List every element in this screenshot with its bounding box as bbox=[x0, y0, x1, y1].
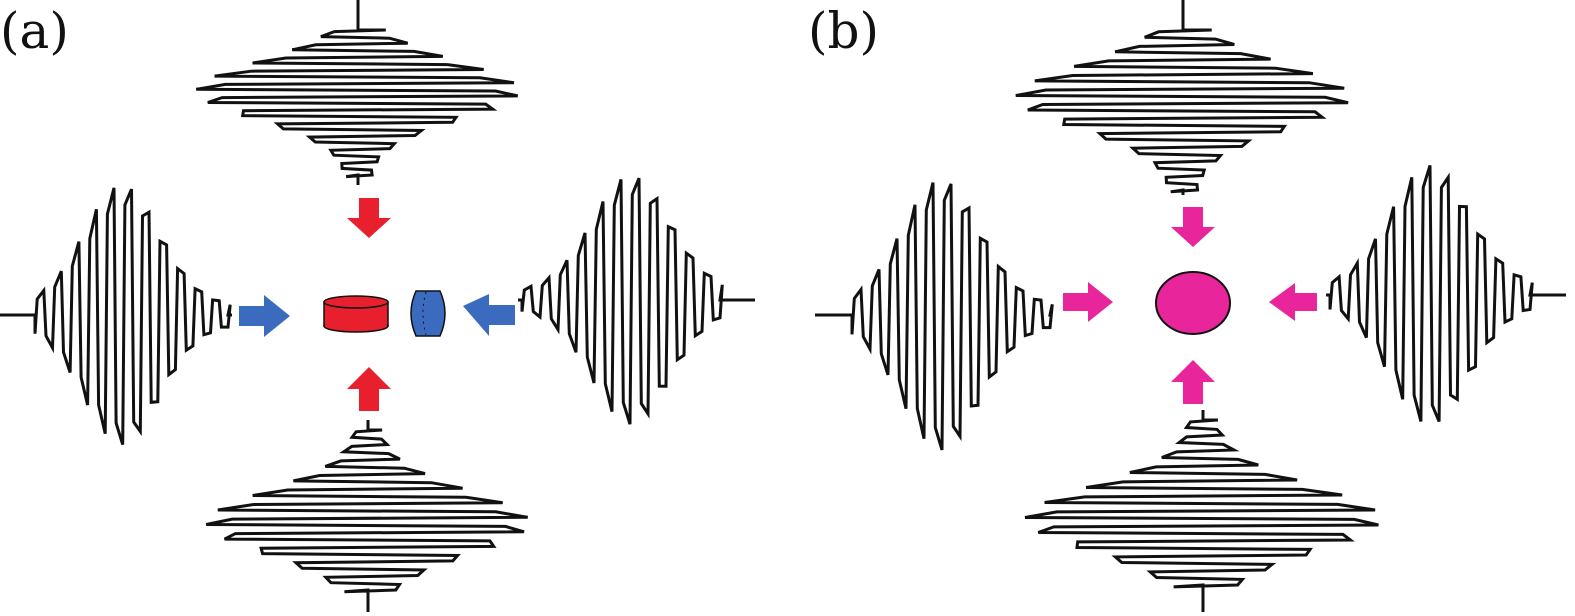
panel-b-top-wave bbox=[1015, 0, 1349, 195]
panel-b-label: (b) bbox=[808, 2, 879, 60]
panel-a-arrow-right bbox=[239, 295, 290, 337]
panel-b-right-wave bbox=[1326, 164, 1566, 423]
panel-a-top-wave bbox=[195, 0, 519, 185]
panel-a-blue-disk-particle bbox=[410, 290, 446, 337]
panel-a-arrow-up bbox=[347, 367, 391, 411]
panel-a-arrow-down bbox=[347, 198, 391, 238]
panel-b-arrow-up bbox=[1171, 360, 1215, 404]
panel-a: (a) bbox=[0, 0, 755, 612]
panel-a-arrow-left bbox=[463, 294, 515, 336]
panel-a-bottom-wave bbox=[205, 420, 528, 612]
panel-a-left-wave bbox=[0, 187, 232, 446]
panel-b-arrow-left bbox=[1269, 283, 1317, 321]
panel-b-sphere-particle bbox=[1155, 271, 1231, 335]
panel-b-arrow-right bbox=[1063, 282, 1113, 322]
panel-b-bottom-wave bbox=[1024, 410, 1379, 612]
panel-a-red-disk-particle bbox=[323, 295, 389, 333]
panel-b-left-wave bbox=[815, 182, 1054, 451]
panel-b: (b) bbox=[808, 0, 1566, 612]
panel-a-right-wave bbox=[518, 177, 755, 425]
panel-b-arrow-down bbox=[1171, 207, 1215, 247]
panel-a-label: (a) bbox=[0, 2, 69, 60]
